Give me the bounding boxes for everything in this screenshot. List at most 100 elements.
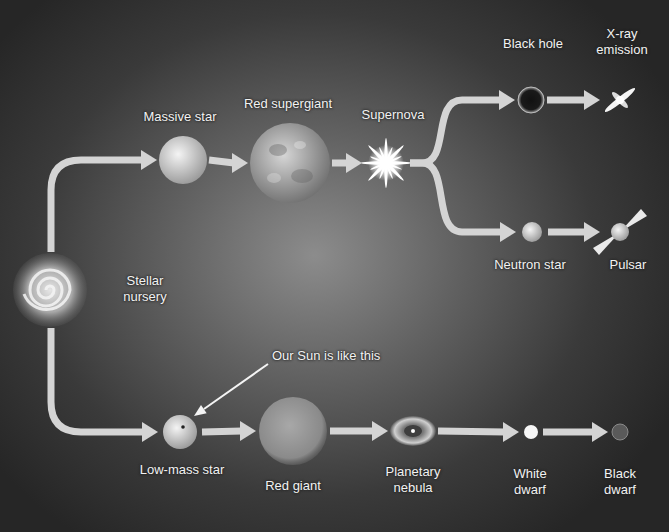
arrow-head [584, 222, 600, 242]
flow-arrow [543, 422, 608, 442]
arrow-shaft [548, 229, 586, 236]
arrow-head [592, 422, 608, 442]
supernova-burst [361, 138, 411, 188]
stage-node: X-ray emission [600, 82, 640, 118]
arrow-shaft [543, 429, 594, 436]
stage-node: Planetary nebula [388, 414, 438, 448]
stage-node: White dwarf [519, 420, 543, 444]
x-ray-icon [603, 86, 637, 114]
x-ray-beam [603, 86, 637, 114]
supergiant-body [250, 123, 330, 203]
low-mass-sphere [163, 415, 197, 449]
burst-ray [378, 147, 394, 179]
flow-arrow [332, 153, 362, 173]
arrow-shaft [547, 97, 586, 104]
planetary-nebula-icon [390, 416, 436, 446]
stage-label: Massive star [144, 109, 217, 125]
stage-node: Red giant [256, 394, 330, 468]
low-mass-star [163, 415, 197, 449]
arrow-head [503, 422, 519, 442]
flow-arrow [410, 163, 516, 242]
arrow-shaft [438, 431, 505, 432]
stage-node: Massive star [157, 136, 209, 184]
stage-label: Red supergiant [244, 96, 332, 112]
black-hole-disc [518, 87, 544, 113]
arrow-shaft [51, 160, 143, 252]
stage-label: Low-mass star [140, 462, 225, 478]
stage-label: Stellar nursery [114, 273, 176, 305]
red-supergiant-sphere [250, 123, 330, 203]
leader-head [194, 405, 207, 416]
burst-ray [370, 155, 402, 171]
arrow-head [240, 421, 256, 441]
burst-ray [367, 144, 405, 182]
arrow-head [500, 222, 516, 242]
sun-dot [181, 425, 185, 429]
flow-arrow [330, 421, 388, 441]
massive-star-sphere [159, 136, 207, 184]
arrow-head [499, 90, 515, 110]
arrow-shaft [332, 160, 348, 167]
red-giant-sphere [259, 397, 327, 465]
stage-node: Black hole [515, 84, 547, 116]
sun-leader-arrow [194, 364, 268, 416]
stage-label: White dwarf [505, 466, 555, 498]
stage-label: Planetary nebula [380, 464, 446, 496]
leader-line [204, 364, 268, 409]
nebula-core [411, 429, 415, 433]
stage-label: Black dwarf [595, 466, 645, 498]
burst-core [380, 157, 392, 169]
arrow-head [141, 150, 157, 170]
neutron-star-sphere [522, 222, 542, 242]
surface-spot [294, 141, 306, 149]
stage-label: Supernova [362, 107, 425, 123]
surface-spot [291, 169, 313, 183]
stage-node: Pulsar [600, 213, 642, 251]
pulsar-sphere [611, 223, 629, 241]
flow-arrow [548, 222, 600, 242]
flow-arrow [410, 90, 515, 163]
burst-ray [370, 155, 402, 170]
arrow-shaft [202, 431, 242, 432]
stage-node: Supernova [362, 140, 410, 186]
black-dwarf-dot [612, 424, 628, 440]
surface-spot [267, 173, 281, 183]
flow-arrow [51, 150, 157, 252]
surface-spot [269, 144, 287, 156]
white-dwarf-dot [524, 425, 538, 439]
arrow-shaft [209, 160, 234, 163]
stage-label: Neutron star [494, 257, 566, 273]
spiral-arm [24, 270, 70, 309]
x-ray-core [616, 96, 624, 104]
nursery-spiral [13, 253, 87, 327]
x-ray-beam [610, 90, 630, 110]
stage-node: Neutron star [516, 216, 548, 248]
stage-node: Black dwarf [608, 420, 632, 444]
flow-arrow [547, 90, 600, 110]
stage-node: Red supergiant [248, 121, 332, 205]
flow-arrow [202, 421, 256, 441]
arrow-head [584, 90, 600, 110]
arrow-shaft [410, 163, 502, 232]
flow-arrow [438, 422, 519, 442]
pulsar-icon [593, 209, 647, 255]
stage-label: Pulsar [610, 257, 647, 273]
stage-label: Black hole [503, 36, 563, 52]
callout-note: Our Sun is like this [272, 348, 380, 364]
arrow-head [372, 421, 388, 441]
arrow-shaft [51, 328, 144, 432]
nebula-shell [390, 416, 436, 446]
arrow-shaft [330, 428, 374, 435]
stage-label: X-ray emission [590, 26, 654, 58]
stage-node: Stellar nursery [15, 252, 87, 328]
arrow-head [346, 153, 362, 173]
arrow-head [232, 153, 248, 173]
stage-node: Low-mass star [158, 410, 202, 454]
nebula-hole [404, 425, 422, 437]
stage-label: Red giant [265, 478, 321, 494]
flow-arrow [209, 153, 248, 173]
burst-ray [378, 147, 393, 179]
